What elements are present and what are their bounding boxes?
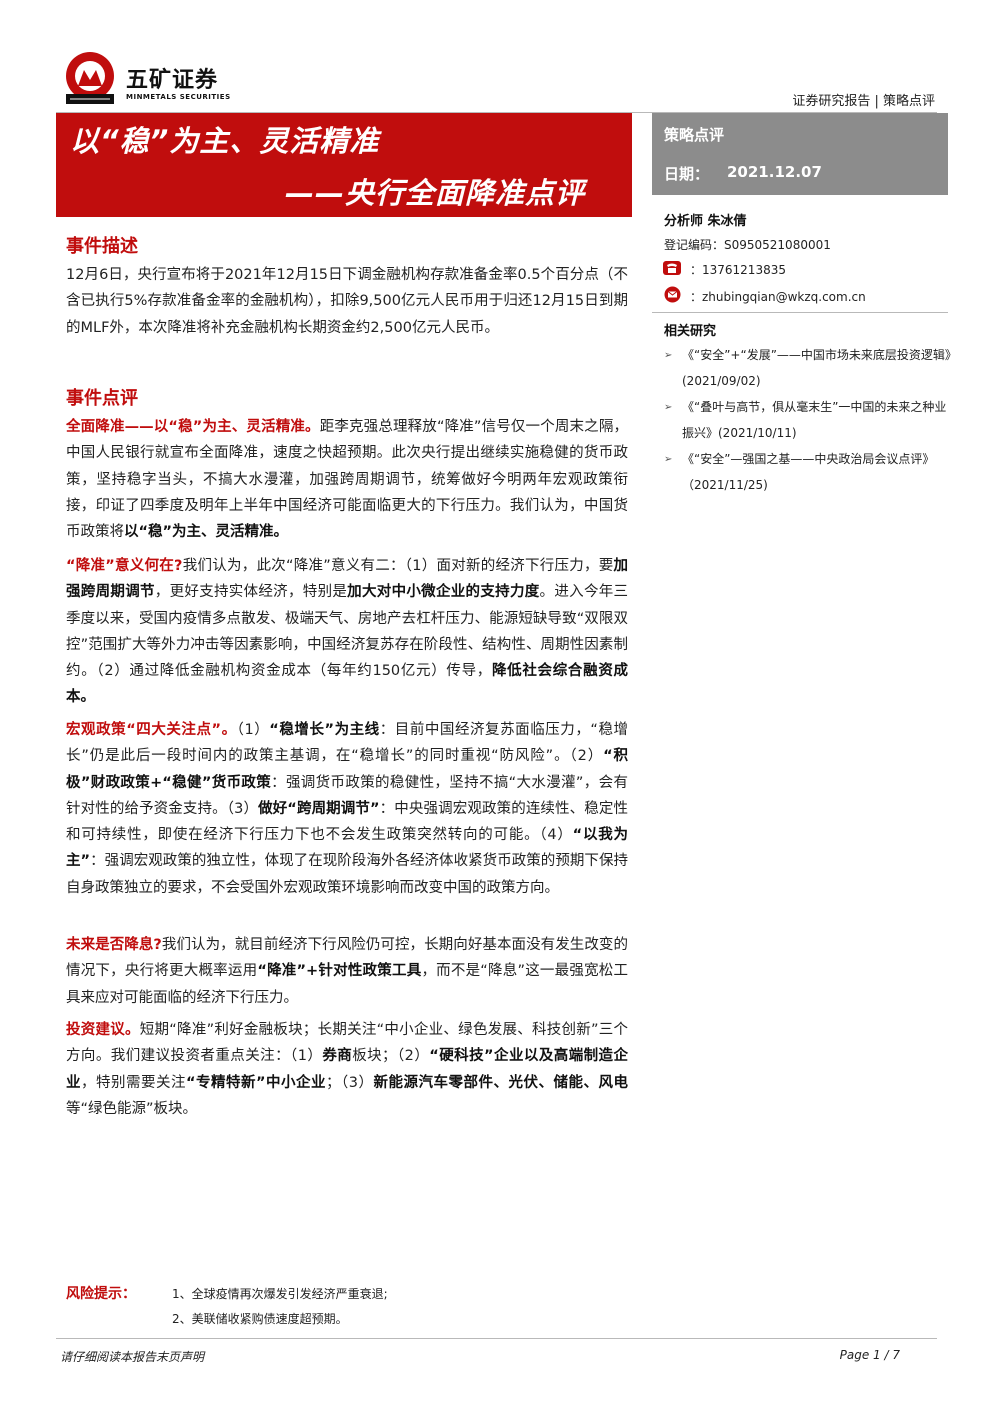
analyst-name: 分析师 朱冰倩 [664,214,747,229]
risk-title: 风险提示： [66,1286,136,1302]
paragraph-lead: 全面降准——以“稳”为主、灵活精准。 [66,419,320,435]
company-logo-icon [66,52,114,104]
page-number: Page 1 / 7 [839,1348,900,1362]
header-divider [56,112,937,113]
related-item[interactable]: 《“安全”—强国之基——中央政治局会议点评》（2021/11/25) [682,452,935,492]
paragraph-investment: 投资建议。短期“降准”利好金融板块；长期关注“中小企业、绿色发展、科技创新”三个… [66,1022,629,1117]
paragraph-rate-cut: 未来是否降息?我们认为，就目前经济下行风险仍可控，长期向好基本面没有发生改变的情… [66,937,628,1006]
related-item[interactable]: 《“安全”+“发展”——中国市场未来底层投资逻辑》(2021/09/02) [682,348,951,388]
paragraph-rrr-cut: 全面降准——以“稳”为主、灵活精准。距李克强总理释放“降准”信号仅一个周末之隔，… [66,419,628,541]
footer-disclaimer: 请仔细阅读本报告末页声明 [60,1350,205,1364]
registration-code: 登记编码：S0950521080001 [664,238,831,252]
report-subtitle: ——央行全面降准点评 [285,176,586,210]
arrow-right-icon: ➢ [664,350,673,361]
paragraph-lead: 未来是否降息? [66,937,162,953]
side-divider [652,312,948,313]
risk-item: 2、美联储收紧购债速度超预期。 [172,1312,348,1326]
paragraph-lead: “降准”意义何在? [66,558,183,574]
arrow-right-icon: ➢ [664,454,673,465]
risk-item: 1、全球疫情再次爆发引发经济严重衰退; [172,1287,388,1301]
paragraph-lead: 宏观政策“四大关注点”。 [66,722,237,738]
arrow-right-icon: ➢ [664,402,673,413]
footer-divider [56,1338,937,1339]
phone-icon [663,261,681,275]
brand-name-en: MINMETALS SECURITIES [126,93,231,101]
date-value: 2021.12.07 [727,163,822,181]
report-meta-box [652,113,948,195]
report-type-header: 证券研究报告 | 策略点评 [792,94,935,109]
report-category: 策略点评 [664,126,725,144]
paragraph-significance: “降准”意义何在?我们认为，此次“降准”意义有二：（1）面对新的经济下行压力，要… [66,558,629,706]
email-address[interactable]: ：zhubingqian@wkzq.com.cn [690,290,866,304]
date-label: 日期： [664,165,710,183]
paragraph-macro-policy: 宏观政策“四大关注点”。（1）“稳增长”为主线：目前中国经济复苏面临压力，“稳增… [66,722,629,896]
section-heading: 事件点评 [66,388,138,409]
related-research-title: 相关研究 [664,324,717,339]
report-title: 以“稳”为主、灵活精准 [70,124,380,158]
paragraph-lead: 投资建议。 [66,1022,140,1038]
related-item[interactable]: 《“叠叶与高节，俱从毫末生”一中国的未来之种业振兴》(2021/10/11) [682,400,947,440]
brand-name: 五矿证券 [126,68,219,93]
phone-number: ：13761213835 [690,263,786,277]
section-heading: 事件描述 [66,236,138,257]
email-icon [664,286,681,303]
title-banner [56,113,632,217]
event-description: 12月6日，央行宣布将于2021年12月15日下调金融机构存款准备金率0.5个百… [66,267,628,336]
